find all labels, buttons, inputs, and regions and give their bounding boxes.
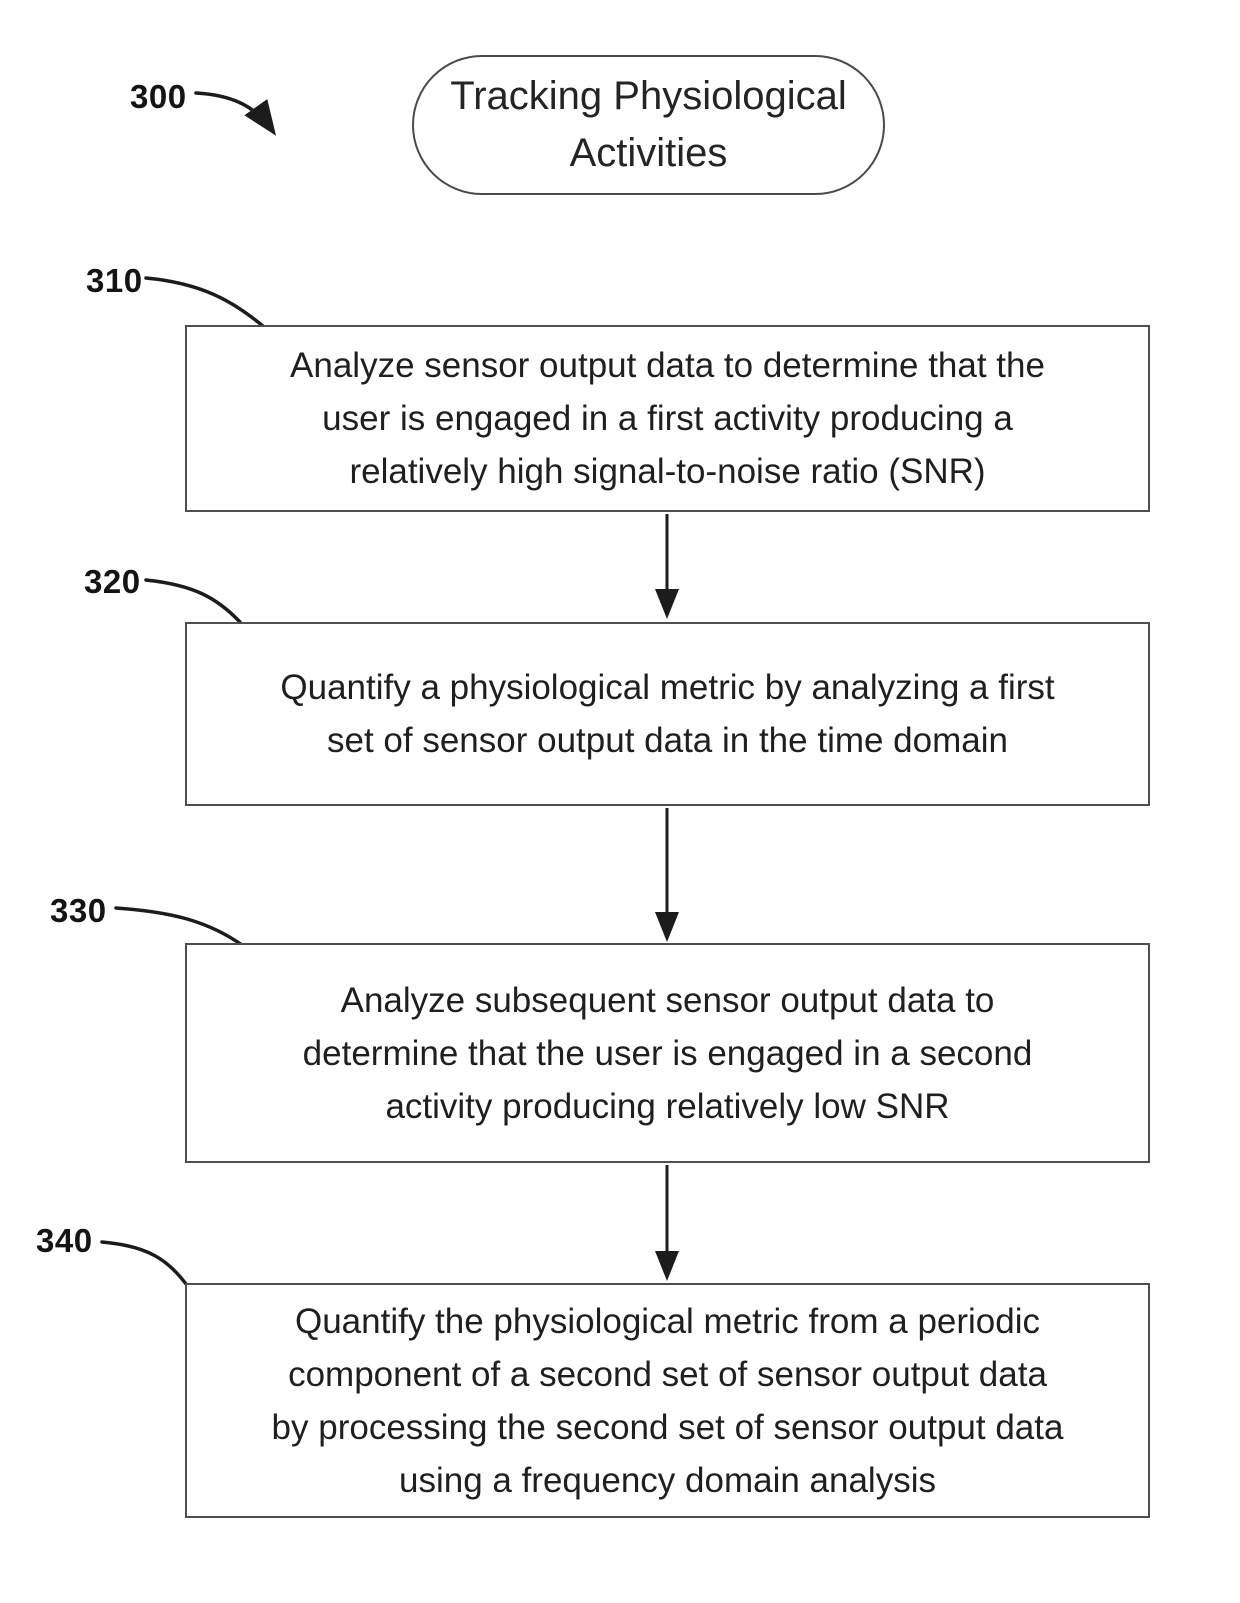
start-terminal-text-line: Tracking Physiological bbox=[450, 74, 847, 118]
step-text-line: set of sensor output data in the time do… bbox=[327, 721, 1008, 760]
step-text-line: Analyze subsequent sensor output data to bbox=[340, 980, 995, 1020]
step-text-line: by processing the second set of sensor o… bbox=[271, 1407, 1064, 1447]
step-box-310: Analyze sensor output data to determine … bbox=[185, 325, 1150, 512]
ref-label-310: 310 bbox=[86, 262, 143, 299]
start-terminal-text-line: Activities bbox=[569, 131, 728, 175]
step-text-line: Quantify a physiological metric by analy… bbox=[280, 668, 1055, 707]
step-box-340: Quantify the physiological metric from a… bbox=[185, 1283, 1150, 1518]
step-text-line: activity producing relatively low SNR bbox=[385, 1086, 950, 1126]
figure-ref-label: 300 bbox=[130, 78, 187, 115]
leader-line-330 bbox=[114, 906, 244, 947]
step-text-line: component of a second set of sensor outp… bbox=[288, 1354, 1047, 1394]
start-terminal-node: Tracking Physiological Activities bbox=[412, 55, 885, 195]
step-box-330: Analyze subsequent sensor output data to… bbox=[185, 943, 1150, 1163]
figure-ref-arrow bbox=[194, 91, 277, 136]
leader-line-340 bbox=[100, 1240, 188, 1286]
leader-line-310 bbox=[144, 276, 266, 329]
ref-label-330: 330 bbox=[50, 892, 107, 929]
step-text-line: using a frequency domain analysis bbox=[399, 1460, 936, 1500]
step-text-line: Analyze sensor output data to determine … bbox=[290, 346, 1045, 385]
ref-label-340: 340 bbox=[36, 1222, 93, 1259]
leader-line-320 bbox=[144, 578, 242, 624]
step-text-line: Quantify the physiological metric from a… bbox=[294, 1301, 1041, 1341]
step-box-320: Quantify a physiological metric by analy… bbox=[185, 622, 1150, 806]
step-text-line: relatively high signal-to-noise ratio (S… bbox=[349, 452, 986, 491]
step-text-line: user is engaged in a first activity prod… bbox=[322, 399, 1013, 438]
ref-label-320: 320 bbox=[84, 563, 141, 600]
step-text-line: determine that the user is engaged in a … bbox=[302, 1033, 1033, 1073]
